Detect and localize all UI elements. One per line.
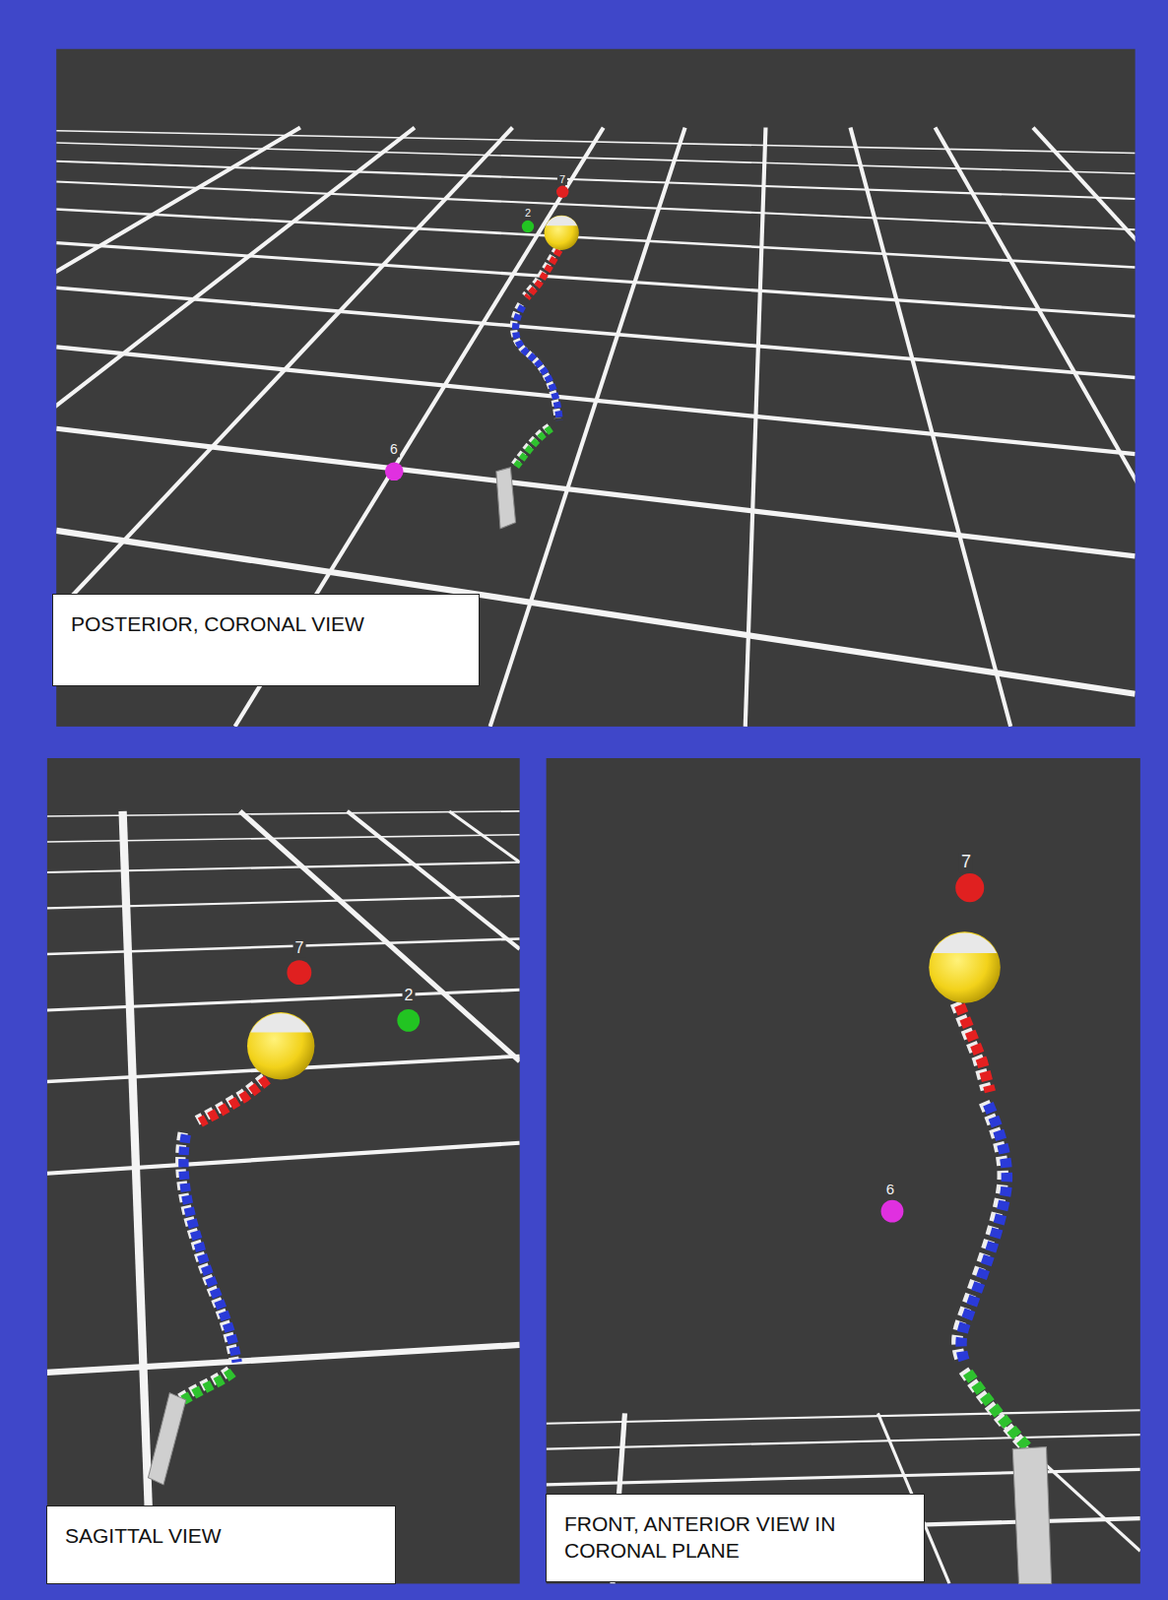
callout-number: 2 (522, 206, 533, 219)
view-label: FRONT, ANTERIOR VIEW IN CORONAL PLANE (564, 1510, 907, 1565)
callout-number: 6 (388, 442, 400, 457)
marker-ball (385, 461, 404, 481)
callout-number: 7 (557, 173, 568, 186)
floor-grid (47, 811, 520, 1585)
panel (546, 758, 1141, 1584)
view-label-box: FRONT, ANTERIOR VIEW IN CORONAL PLANE (545, 1493, 925, 1583)
callout-number: 6 (884, 1181, 897, 1199)
head-ball (928, 931, 1001, 1004)
floor-grid (546, 1410, 1141, 1584)
head-cap (932, 932, 997, 953)
marker-ball (396, 1009, 420, 1033)
view-label: SAGITTAL VIEW (64, 1522, 378, 1550)
view-label: POSTERIOR, CORONAL VIEW (70, 610, 461, 638)
head-cap (545, 215, 578, 226)
panel (47, 758, 520, 1584)
spine-model (513, 248, 560, 468)
spine-model (955, 1003, 1030, 1450)
spine-model (175, 1077, 267, 1404)
view-label-box: SAGITTAL VIEW (46, 1505, 396, 1585)
head-ball (544, 215, 580, 251)
pelvis-block (1012, 1447, 1051, 1585)
floor-grid (56, 128, 1135, 727)
panel (56, 49, 1135, 727)
marker-ball (955, 873, 984, 903)
head-cap (250, 1013, 312, 1033)
callout-number: 7 (293, 939, 307, 958)
marker-ball (881, 1200, 905, 1224)
callout-number: 2 (402, 986, 416, 1005)
view-label-box: POSTERIOR, CORONAL VIEW (52, 593, 480, 687)
pelvis-block (147, 1393, 186, 1486)
head-ball (247, 1012, 315, 1080)
marker-ball (286, 960, 312, 985)
marker-ball (556, 186, 569, 198)
pelvis-block (496, 467, 517, 529)
callout-number: 7 (959, 852, 974, 873)
marker-ball (521, 220, 534, 233)
